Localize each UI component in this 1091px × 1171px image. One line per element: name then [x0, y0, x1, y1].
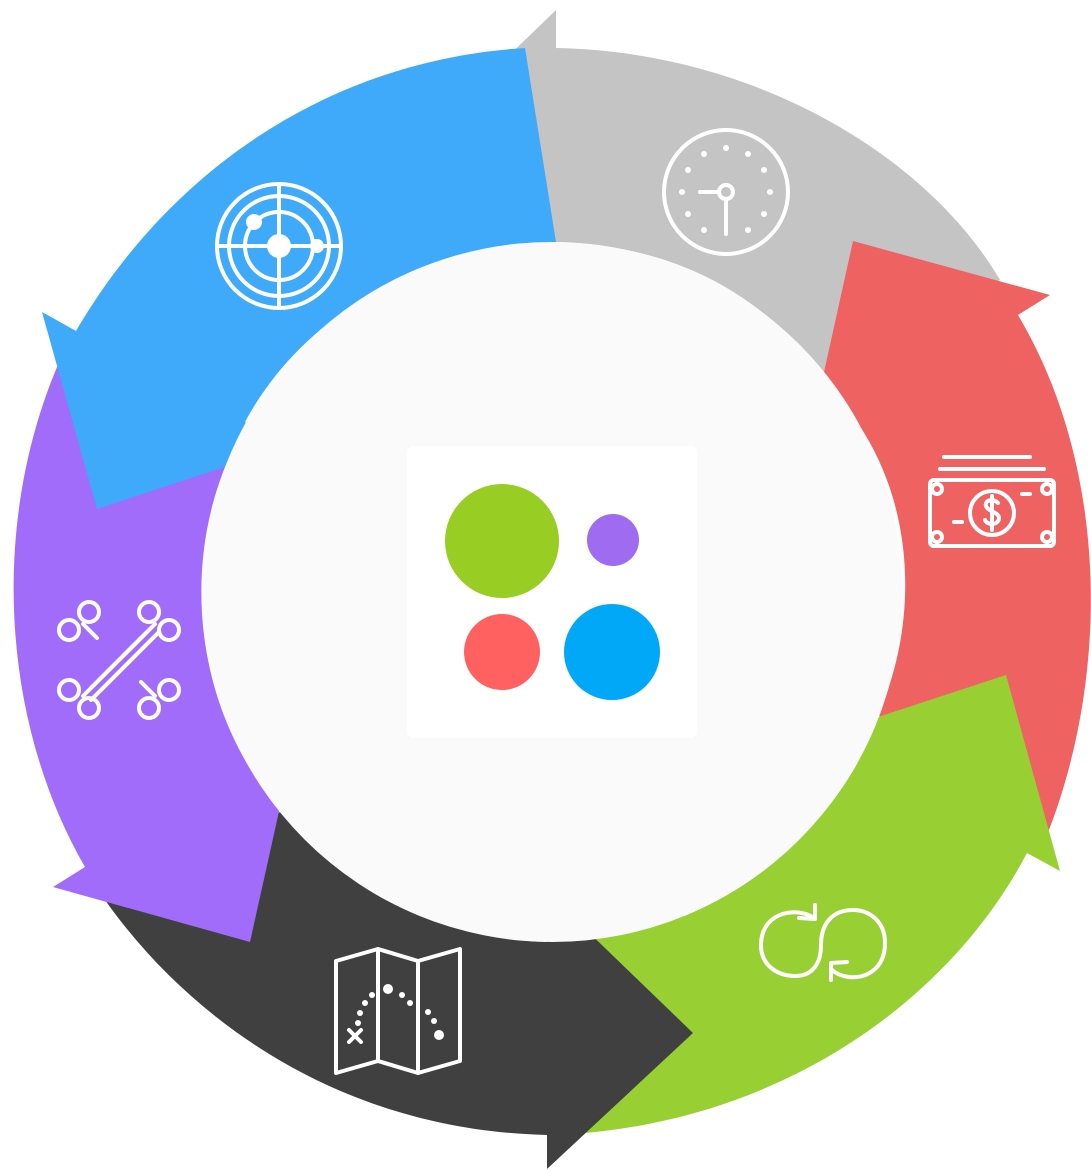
logo-red-dot — [464, 614, 540, 690]
clock-icon — [662, 128, 790, 256]
segment-red-arrow — [809, 241, 1091, 840]
drone-icon — [57, 600, 181, 720]
logo-green-dot — [445, 484, 559, 598]
segment-green-arrow — [556, 675, 1060, 1135]
money-bill-icon — [928, 455, 1056, 548]
loop-arrows-icon — [758, 903, 887, 982]
logo-purple-dot — [587, 514, 639, 566]
radar-target-icon — [215, 182, 343, 310]
segment-purple-arrow — [13, 360, 294, 942]
ring-segments — [13, 10, 1091, 1169]
map-route-icon — [334, 947, 462, 1075]
logo-tile — [407, 446, 697, 738]
logo-blue-dot — [564, 604, 660, 700]
center-logo — [407, 446, 697, 738]
segment-blue-arrow — [42, 48, 556, 509]
